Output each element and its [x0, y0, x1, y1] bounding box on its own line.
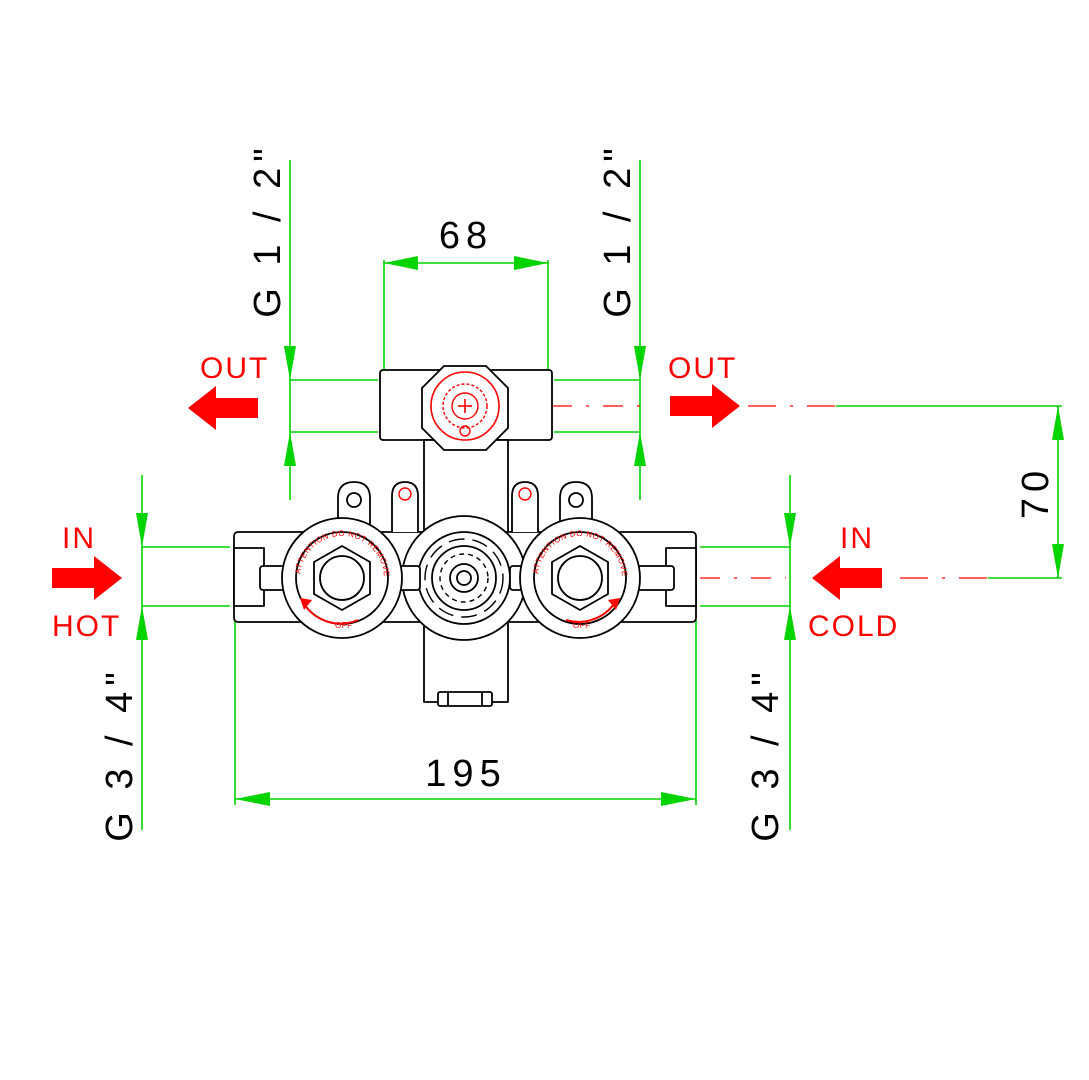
left-rotation-arrowhead — [300, 598, 312, 610]
dim-in-left-arrow-top — [136, 513, 148, 547]
dimension-texts: 68 195 70 G 1 / 2" G 1 / 2" G 3 / 4" G 3… — [99, 142, 1057, 842]
dim-68-text: 68 — [439, 215, 493, 257]
diverter-hub — [451, 392, 479, 420]
hot-label: HOT — [52, 610, 121, 643]
dim-70-arrow-bot — [1052, 544, 1064, 578]
flow-arrow-in-right — [812, 556, 882, 600]
diverter-ring — [430, 371, 500, 441]
flow-arrow-out-right — [670, 384, 740, 428]
port-labels: OUT OUT IN HOT IN COLD — [52, 352, 899, 643]
left-ring-off: OFF — [335, 621, 353, 630]
dim-195-text: 195 — [425, 753, 506, 795]
lug-markers — [398, 487, 532, 501]
left-rotation-arrow — [303, 603, 359, 625]
diverter-gear — [442, 383, 488, 429]
dim-in-left-arrow-bot — [136, 606, 148, 640]
central-cartridge-pin — [456, 570, 472, 586]
dim-out-left-arrow-top — [284, 346, 296, 380]
diverter-dot — [459, 425, 471, 437]
in-left-label: IN — [62, 522, 96, 555]
thread-out-left-text: G 1 / 2" — [247, 142, 289, 318]
outlet-diverter — [421, 365, 509, 451]
dim-70-text: 70 — [1015, 465, 1057, 519]
stem-bottom-cap — [437, 691, 493, 707]
thread-out-right-text: G 1 / 2" — [597, 142, 639, 318]
dimension-lines — [136, 160, 1064, 830]
thread-in-right-text: G 3 / 4" — [745, 666, 787, 842]
dim-in-right-arrow-top — [784, 513, 796, 547]
left-ring-warning: ATTENTION DO NOT REMOVE THE LABEL — [0, 0, 391, 577]
dim-68-arrow-right — [514, 256, 548, 270]
dim-out-left-arrow-bot — [284, 432, 296, 466]
svg-text:ATTENTION DO NOT REMOVE THE LA: ATTENTION DO NOT REMOVE THE LABEL — [0, 0, 391, 577]
dim-in-right-arrow-bot — [784, 606, 796, 640]
dim-195-arrow-left — [235, 792, 270, 806]
dim-70-arrow-top — [1052, 406, 1064, 440]
mount-lug-left-hole — [346, 492, 362, 508]
mount-lug-right-2 — [511, 481, 539, 532]
inlet-stub-right — [665, 547, 697, 607]
right-valve-core — [557, 555, 603, 601]
centerlines — [552, 405, 988, 579]
dim-195-arrow-right — [661, 792, 696, 806]
dim-68-arrow-left — [384, 256, 418, 270]
flow-arrow-in-left — [52, 556, 122, 600]
mount-lug-right-hole — [568, 492, 584, 508]
right-ring-off: OFF — [573, 621, 591, 630]
mount-lug-left-2 — [391, 481, 419, 532]
thread-in-left-text: G 3 / 4" — [99, 666, 141, 842]
flow-arrow-out-left — [188, 386, 258, 430]
in-right-label: IN — [840, 522, 874, 555]
lug-marker-right — [518, 487, 532, 501]
left-valve-label: ATTENTION DO NOT REMOVE THE LABEL OFF — [0, 0, 391, 630]
flow-arrows — [52, 384, 882, 600]
right-rotation-arrow — [565, 603, 615, 623]
left-valve-core — [319, 555, 365, 601]
out-left-label: OUT — [200, 352, 269, 385]
cold-label: COLD — [808, 610, 899, 643]
out-right-label: OUT — [668, 352, 737, 385]
dim-out-right-arrow-bot — [634, 432, 646, 466]
cartridge-splines — [424, 538, 504, 618]
right-rotation-arrowhead — [608, 598, 620, 610]
lug-marker-left — [398, 487, 412, 501]
dim-out-right-arrow-top — [634, 346, 646, 380]
